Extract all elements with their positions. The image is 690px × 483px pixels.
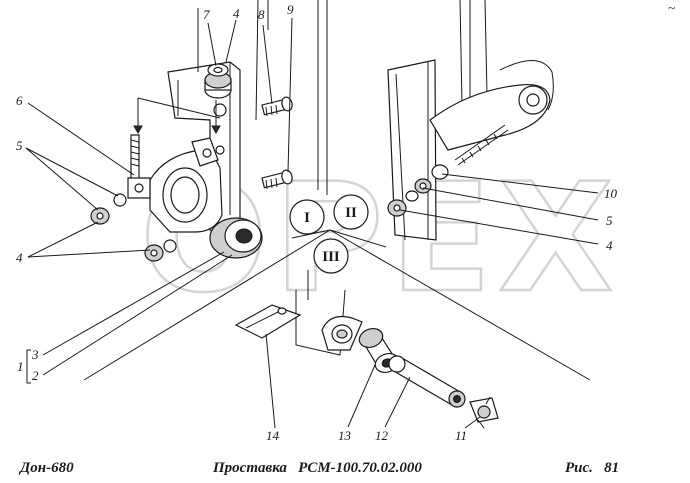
callout-14: 14 — [266, 428, 280, 443]
callout-7: 7 — [203, 7, 210, 22]
svg-text:III: III — [322, 249, 340, 265]
lower-assembly — [234, 304, 499, 429]
callout-4-right: 4 — [606, 238, 613, 253]
footer-model: Дон-680 — [18, 460, 74, 476]
corner-mark: ~ — [668, 0, 675, 15]
callout-4-left: 4 — [16, 250, 23, 265]
svg-text:I: I — [304, 210, 310, 226]
right-bracket-assembly — [387, 0, 554, 241]
callout-1: 1 — [17, 359, 24, 374]
callout-9: 9 — [287, 2, 294, 17]
callout-6: 6 — [16, 93, 23, 108]
callout-12: 12 — [375, 428, 389, 443]
footer-figure: Рис. 81 — [565, 460, 619, 476]
callout-5-left: 5 — [16, 138, 23, 153]
view-marker-3: III — [313, 238, 349, 274]
callout-labels: 7 4 8 9 6 5 4 1 3 2 10 5 4 14 13 12 11 — [16, 2, 618, 443]
callout-8: 8 — [258, 7, 265, 22]
callout-2: 2 — [32, 368, 39, 383]
callout-5-right: 5 — [606, 213, 613, 228]
callout-13: 13 — [338, 428, 352, 443]
left-bracket-assembly — [90, 0, 293, 262]
view-marker-2: II — [333, 194, 369, 230]
callout-10: 10 — [604, 186, 618, 201]
callout-4-top: 4 — [233, 6, 240, 21]
footer-title: Проставка РСМ-100.70.02.000 — [212, 460, 422, 476]
callout-3: 3 — [31, 347, 39, 362]
callout-11: 11 — [455, 428, 467, 443]
svg-text:II: II — [345, 205, 357, 221]
leader-lines — [25, 17, 599, 429]
view-marker-1: I — [289, 199, 325, 235]
